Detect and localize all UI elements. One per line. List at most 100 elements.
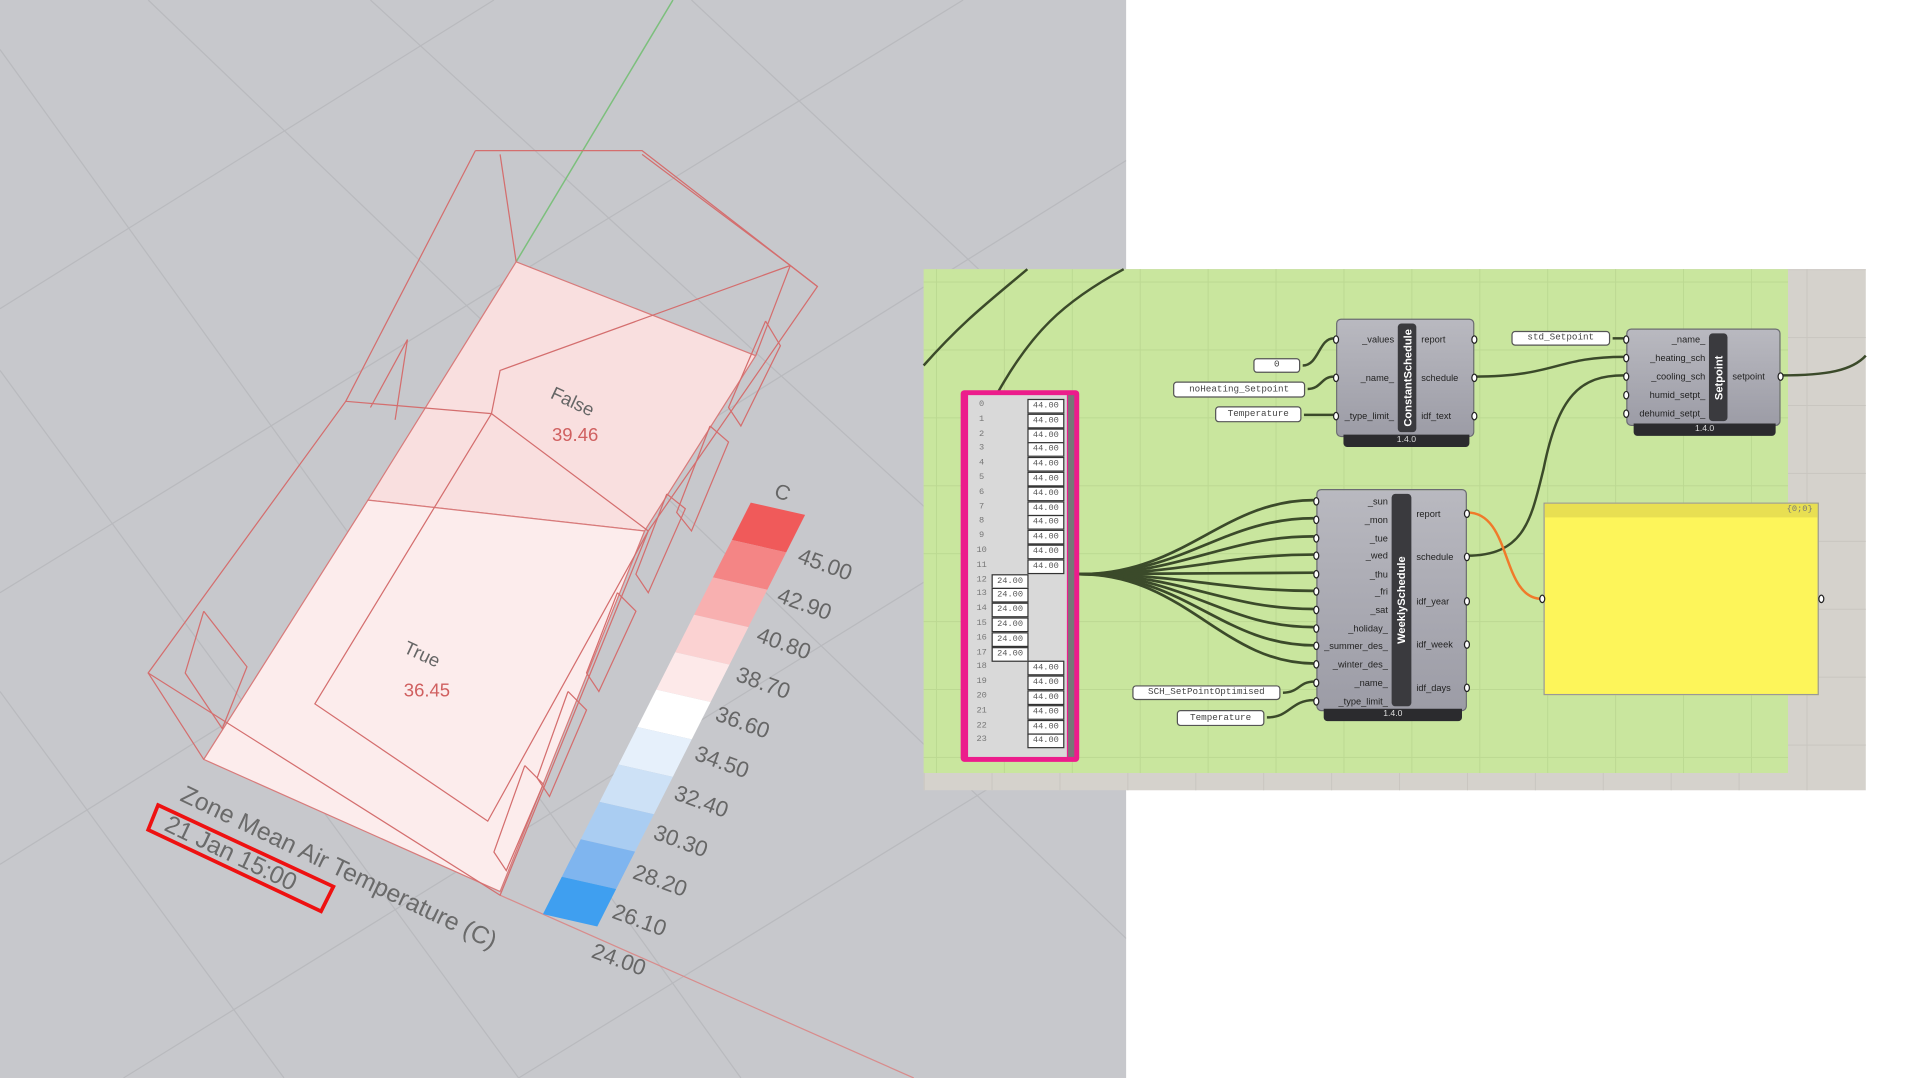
component-name-strip[interactable]: WeeklySchedule bbox=[1391, 493, 1412, 707]
component-name-strip[interactable]: Setpoint bbox=[1708, 333, 1728, 422]
output-port[interactable] bbox=[1777, 372, 1784, 381]
input-port[interactable] bbox=[1623, 390, 1630, 400]
gene-value[interactable]: 24.00 bbox=[991, 617, 1029, 633]
gene-value[interactable]: 24.00 bbox=[991, 631, 1029, 647]
input-port[interactable] bbox=[1313, 534, 1320, 543]
gene-pool-scrollbar[interactable] bbox=[1068, 395, 1075, 757]
output-port[interactable] bbox=[1463, 509, 1471, 518]
panel-sch-name[interactable]: SCH_SetPointOptimised bbox=[1132, 685, 1281, 701]
output-port[interactable] bbox=[1471, 411, 1478, 421]
input-port-label: _sat bbox=[1370, 604, 1388, 616]
input-port[interactable] bbox=[1313, 605, 1320, 615]
input-port[interactable] bbox=[1332, 335, 1340, 344]
gene-value[interactable]: 44.00 bbox=[1027, 690, 1065, 706]
gene-value[interactable]: 24.00 bbox=[991, 646, 1029, 662]
gene-value[interactable]: 24.00 bbox=[991, 588, 1029, 604]
gene-value[interactable]: 44.00 bbox=[1027, 661, 1065, 676]
legend-label: 34.50 bbox=[692, 741, 753, 784]
input-port[interactable] bbox=[1313, 587, 1320, 596]
input-port[interactable] bbox=[1623, 335, 1630, 344]
panel-temperature-2[interactable]: Temperature bbox=[1176, 710, 1265, 727]
gene-value[interactable]: 44.00 bbox=[1027, 515, 1065, 531]
gene-value[interactable]: 44.00 bbox=[1027, 675, 1065, 691]
input-port[interactable] bbox=[1313, 569, 1320, 579]
input-port-label: _thu bbox=[1369, 568, 1388, 580]
gene-index: 1 bbox=[979, 414, 985, 425]
panel-temperature[interactable]: Temperature bbox=[1215, 406, 1302, 423]
input-port[interactable] bbox=[1313, 624, 1320, 633]
gene-value[interactable]: 44.00 bbox=[1027, 559, 1065, 574]
output-port[interactable] bbox=[1471, 373, 1478, 383]
gene-value[interactable]: 44.00 bbox=[1027, 442, 1065, 458]
legend-unit: C bbox=[771, 479, 793, 506]
output-port[interactable] bbox=[1463, 597, 1471, 606]
gene-value[interactable]: 44.00 bbox=[1027, 398, 1065, 414]
component-name-strip[interactable]: ConstantSchedule bbox=[1397, 323, 1417, 433]
input-port[interactable] bbox=[1623, 372, 1630, 381]
gene-value[interactable]: 44.00 bbox=[1027, 500, 1065, 516]
gene-value[interactable]: 44.00 bbox=[1027, 486, 1065, 502]
output-port[interactable] bbox=[1463, 552, 1471, 562]
gene-value[interactable]: 44.00 bbox=[1027, 457, 1065, 472]
input-port[interactable] bbox=[1313, 497, 1320, 506]
input-port[interactable] bbox=[1313, 551, 1320, 560]
input-port[interactable] bbox=[1332, 411, 1340, 421]
gene-value[interactable]: 44.00 bbox=[1027, 529, 1065, 545]
gene-value[interactable]: 44.00 bbox=[1027, 733, 1065, 749]
gene-value[interactable]: 44.00 bbox=[1027, 471, 1065, 487]
panel-noheating-setpoint[interactable]: noHeating_Setpoint bbox=[1173, 381, 1306, 398]
gene-value[interactable]: 24.00 bbox=[991, 573, 1029, 589]
input-port[interactable] bbox=[1623, 409, 1630, 418]
input-port[interactable] bbox=[1332, 373, 1340, 383]
input-port[interactable] bbox=[1623, 353, 1630, 363]
output-port[interactable] bbox=[1471, 335, 1478, 344]
input-port[interactable] bbox=[1313, 641, 1320, 651]
gene-value[interactable]: 24.00 bbox=[991, 602, 1029, 618]
gene-value[interactable]: 44.00 bbox=[1027, 427, 1065, 443]
input-port[interactable] bbox=[1313, 515, 1320, 525]
gene-value[interactable]: 44.00 bbox=[1027, 544, 1065, 560]
output-panel-output-port[interactable] bbox=[1818, 594, 1825, 604]
panel-std-setpoint[interactable]: std_Setpoint bbox=[1511, 330, 1611, 346]
gene-value[interactable]: 44.00 bbox=[1027, 413, 1065, 429]
output-port[interactable] bbox=[1463, 683, 1471, 693]
output-panel[interactable]: {0;0} bbox=[1543, 502, 1819, 696]
input-port[interactable] bbox=[1313, 697, 1320, 706]
zone-true-floor[interactable] bbox=[202, 499, 646, 893]
output-panel-input-port[interactable] bbox=[1539, 594, 1546, 604]
input-port[interactable] bbox=[1313, 678, 1320, 688]
input-port[interactable] bbox=[1313, 660, 1320, 669]
output-port[interactable] bbox=[1463, 640, 1471, 649]
gene-value[interactable]: 44.00 bbox=[1027, 704, 1065, 720]
gene-value[interactable]: 44.00 bbox=[1027, 719, 1065, 735]
panel-zero[interactable]: 0 bbox=[1253, 358, 1301, 373]
